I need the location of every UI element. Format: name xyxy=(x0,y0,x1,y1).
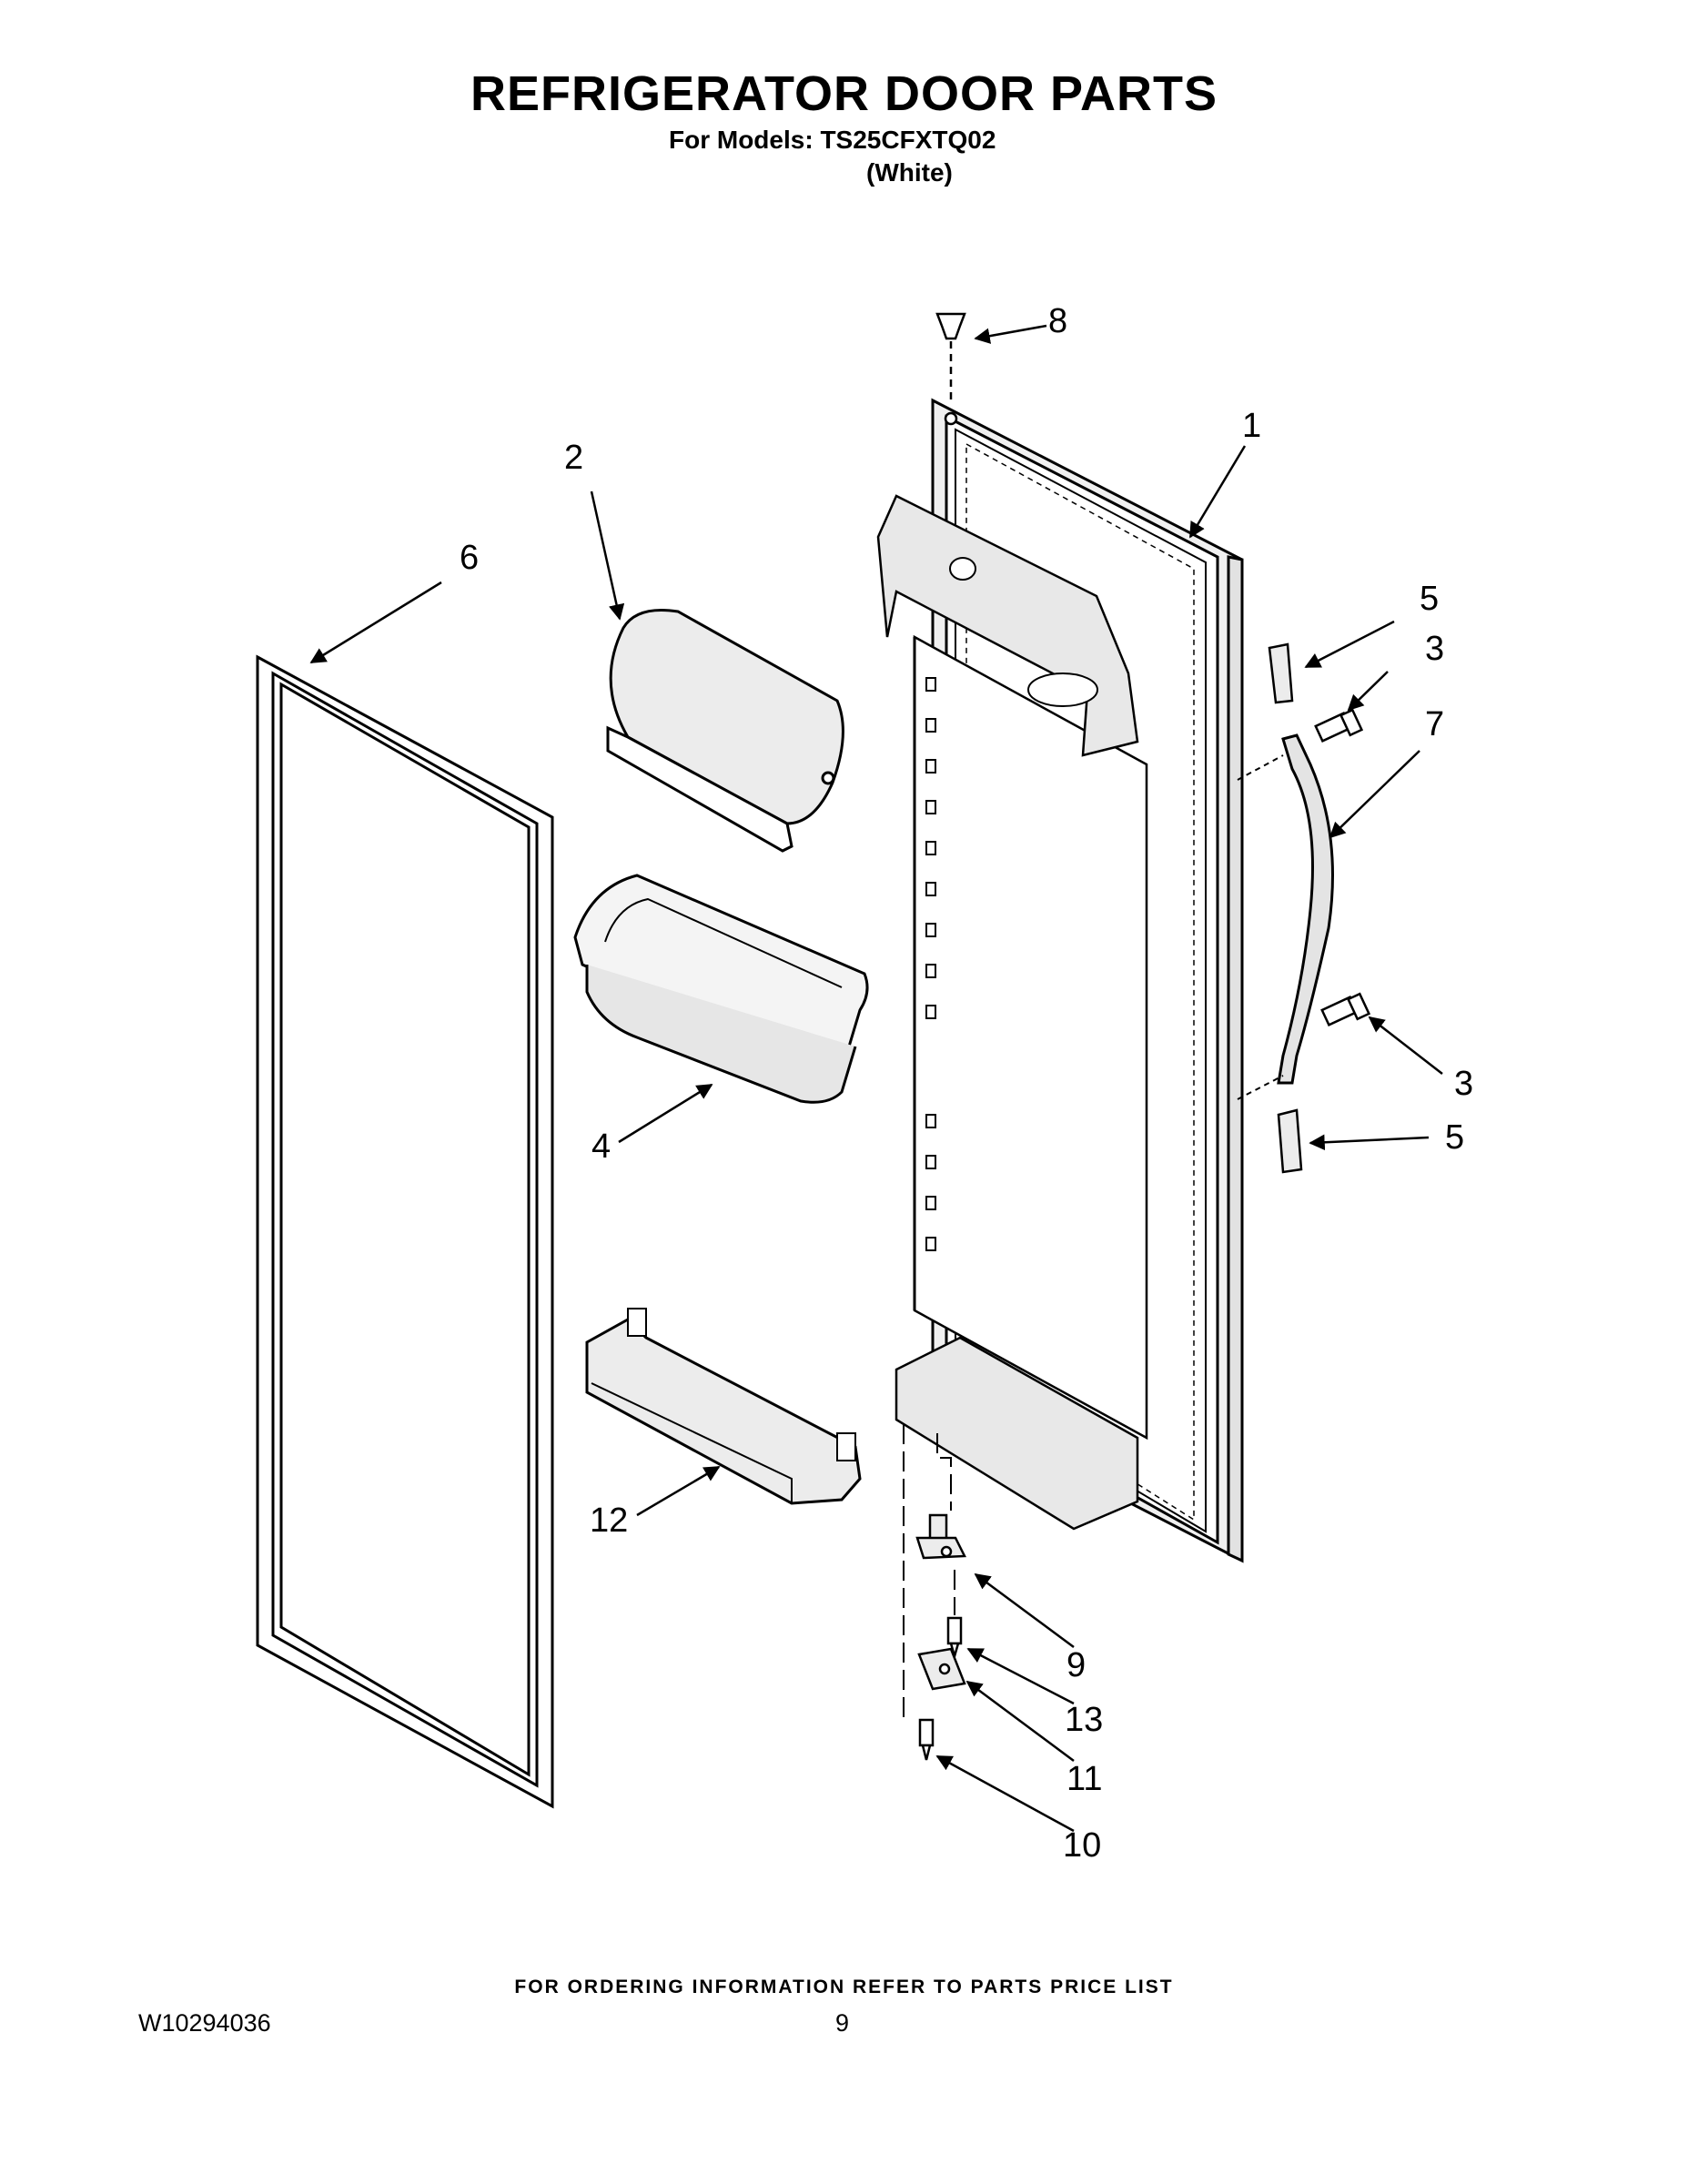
callout-2: 2 xyxy=(564,439,583,477)
page-number: 9 xyxy=(835,2009,850,2037)
callout-10: 10 xyxy=(1063,1826,1101,1865)
callout-8: 8 xyxy=(1048,302,1067,340)
callout-6: 6 xyxy=(460,539,479,577)
hinge-screw-10 xyxy=(918,1718,935,1761)
hinge-centerlines xyxy=(903,1424,955,1720)
document-number: W10294036 xyxy=(138,2009,271,2037)
door-bin xyxy=(573,874,869,1104)
models-line: For Models: TS25CFXTQ02 xyxy=(669,126,996,154)
hinge-pin-bracket xyxy=(915,1513,966,1560)
callout-5-lower: 5 xyxy=(1445,1118,1464,1157)
ordering-note: FOR ORDERING INFORMATION REFER TO PARTS … xyxy=(514,1977,1174,1997)
color-line: (White) xyxy=(866,158,953,187)
hinge-screw-13 xyxy=(946,1616,963,1661)
callout-3-upper: 3 xyxy=(1425,630,1444,668)
callout-1: 1 xyxy=(1242,407,1261,445)
handle-screw-lower xyxy=(1320,992,1371,1027)
callout-12: 12 xyxy=(590,1502,628,1540)
callout-3-lower: 3 xyxy=(1454,1065,1473,1103)
callout-5-upper: 5 xyxy=(1420,580,1439,618)
dairy-door xyxy=(606,608,844,853)
callout-7: 7 xyxy=(1425,705,1444,743)
door-handle xyxy=(1237,733,1334,1100)
handle-cap-lower xyxy=(1277,1108,1303,1174)
callout-4: 4 xyxy=(591,1127,611,1166)
callout-13: 13 xyxy=(1065,1701,1103,1739)
handle-cap-upper xyxy=(1268,642,1294,704)
callout-arrows xyxy=(309,324,1443,1833)
door-assembly xyxy=(876,398,1244,1563)
callout-11: 11 xyxy=(1066,1760,1102,1798)
page-title: REFRIGERATOR DOOR PARTS xyxy=(470,66,1218,121)
hinge-plug xyxy=(935,312,966,426)
door-gasket xyxy=(256,654,554,1809)
lower-bin xyxy=(585,1308,862,1505)
hinge-bracket-11 xyxy=(917,1647,966,1691)
door-shelf-pegs xyxy=(925,677,936,1251)
handle-screw-upper xyxy=(1314,708,1364,743)
callout-9: 9 xyxy=(1066,1646,1086,1684)
